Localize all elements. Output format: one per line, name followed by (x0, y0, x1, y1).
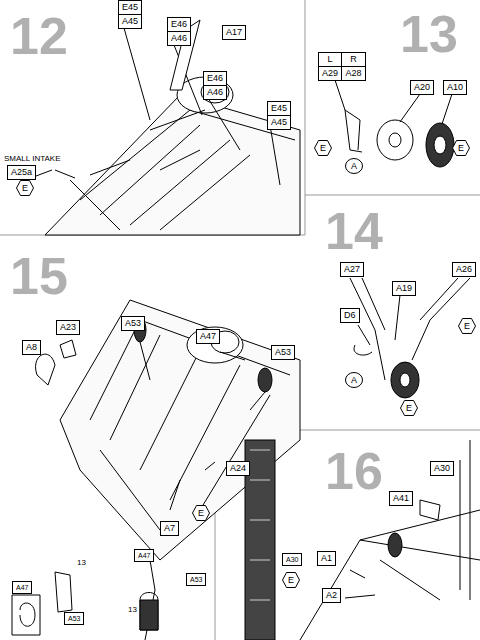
part-number: A26 (456, 265, 472, 274)
part-label-box: E45A45 (267, 101, 291, 130)
part-label-box: A8 (22, 340, 41, 355)
part-number: A47 (200, 332, 216, 341)
part-label-box: A53 (64, 612, 84, 625)
step-number: 15 (10, 250, 68, 302)
hex-marker: E (452, 140, 470, 156)
part-number: A7 (164, 524, 175, 533)
callout-text: SMALL INTAKE (4, 154, 60, 163)
part-label-box: A10 (443, 80, 467, 95)
part-label-box: A47 (196, 329, 220, 344)
part-label-box: A41 (389, 491, 413, 506)
part-number: E (288, 576, 294, 585)
part-number: A53 (68, 615, 80, 622)
part-label-box: A26 (452, 262, 476, 277)
part-number: E45 (119, 1, 141, 14)
part-number: E (22, 184, 28, 193)
part-label-box: E46A46 (203, 71, 227, 100)
part-number: A47 (16, 584, 28, 591)
part-label-box: LRA29A28 (318, 52, 366, 81)
part-number: A41 (393, 494, 409, 503)
part-label-box: A30 (282, 553, 302, 566)
part-label-box: A23 (56, 320, 80, 335)
circle-marker: A (345, 372, 363, 388)
part-number: A10 (447, 83, 463, 92)
hex-marker: E (16, 180, 34, 196)
part-number: A23 (60, 323, 76, 332)
part-label-box: A53 (121, 316, 145, 331)
part-number: E (458, 144, 464, 153)
part-label-box: A27 (340, 262, 364, 277)
part-number: E45 (268, 102, 290, 115)
step-number: 16 (325, 445, 383, 497)
part-label-box: A30 (430, 461, 454, 476)
circle-marker: A (345, 158, 363, 174)
part-number: A46 (168, 31, 190, 45)
step-number: 14 (325, 205, 383, 257)
part-number: E (320, 144, 326, 153)
part-number: R (342, 53, 365, 66)
part-number: D6 (344, 311, 356, 320)
part-label-box: A7 (160, 521, 179, 536)
part-number: A29 (319, 66, 342, 80)
part-label-box: A2 (322, 588, 341, 603)
part-label-box: E45A45 (118, 0, 142, 29)
part-number: A30 (286, 556, 298, 563)
part-number: E (198, 509, 204, 518)
callout-text: 13 (77, 558, 86, 567)
part-number: A47 (138, 552, 150, 559)
part-label-box: A53 (186, 573, 206, 586)
part-number: A27 (344, 265, 360, 274)
part-label-box: A17 (222, 25, 246, 40)
part-number: A53 (125, 319, 141, 328)
part-label-box: A20 (410, 80, 434, 95)
part-number: A30 (434, 464, 450, 473)
part-number: A19 (396, 284, 412, 293)
part-number: A24 (230, 464, 246, 473)
part-number: A20 (414, 83, 430, 92)
part-number: E (406, 404, 412, 413)
part-number: A45 (268, 115, 290, 129)
part-number: L (319, 53, 342, 66)
part-number: A53 (275, 348, 291, 357)
step-number: 12 (10, 10, 68, 62)
part-label-box: E46A46 (167, 17, 191, 46)
part-number: A17 (226, 28, 242, 37)
hex-marker: E (458, 318, 476, 334)
hex-marker: E (192, 505, 210, 521)
part-number: A1 (321, 554, 332, 563)
part-label-box: A24 (226, 461, 250, 476)
part-number: E (464, 322, 470, 331)
part-number: E46 (204, 72, 226, 85)
hex-marker: E (282, 572, 300, 588)
part-label-box: A47 (12, 581, 32, 594)
step-number: 13 (400, 8, 458, 60)
hex-marker: E (400, 400, 418, 416)
callout-text: 13 (128, 605, 137, 614)
part-label-box: A19 (392, 281, 416, 296)
part-label-box: A53 (271, 345, 295, 360)
part-number: E46 (168, 18, 190, 31)
part-number: A53 (190, 576, 202, 583)
part-label-box: A47 (134, 549, 154, 562)
part-number: A28 (342, 66, 365, 80)
hex-marker: E (314, 140, 332, 156)
part-number: A25a (11, 168, 32, 177)
part-number: A8 (26, 343, 37, 352)
part-number: A46 (204, 85, 226, 99)
part-number: A (351, 162, 357, 171)
part-number: A2 (326, 591, 337, 600)
part-number: A (351, 376, 357, 385)
part-label-box: A1 (317, 551, 336, 566)
part-label-box: A25a (7, 165, 36, 180)
part-label-box: D6 (340, 308, 360, 323)
part-number: A45 (119, 14, 141, 28)
